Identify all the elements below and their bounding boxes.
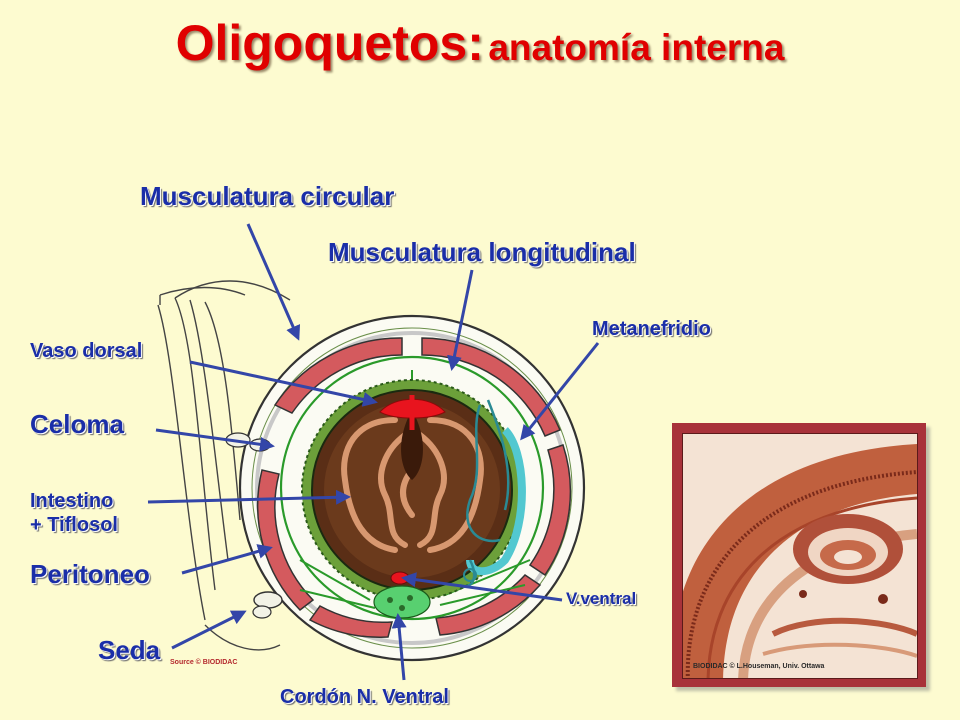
label-metanefridio: Metanefridio [592, 318, 711, 340]
drawing-credit: Source © BIODIDAC [170, 658, 237, 666]
label-intestino-line1: Intestino [30, 490, 114, 512]
title-sub: anatomía interna [488, 27, 785, 68]
pointer-lines [147, 223, 600, 681]
title-main: Oligoquetos: [175, 15, 484, 71]
label-vaso-dorsal: Vaso dorsal [30, 340, 143, 362]
photo-credit: BIODIDAC © L.Houseman, Univ. Ottawa [693, 663, 825, 670]
label-peritoneo: Peritoneo [30, 559, 150, 589]
label-intestino: Intestino + Tiflosol [30, 490, 118, 536]
label-musculatura-circular: Musculatura circular [140, 181, 395, 211]
label-seda: Seda [98, 635, 161, 665]
ventral-nerve-cord [373, 585, 431, 619]
histology-section-art [683, 434, 917, 678]
histology-photo: BIODIDAC © L.Houseman, Univ. Ottawa [682, 433, 918, 679]
typhlosole-core [401, 410, 423, 480]
label-v-ventral: V.ventral [566, 589, 637, 608]
label-cordon-n-ventral: Cordón N. Ventral [280, 686, 449, 708]
histology-photo-frame: BIODIDAC © L.Houseman, Univ. Ottawa [672, 423, 926, 687]
longitudinal-muscle-blocks [257, 337, 572, 638]
label-celoma: Celoma [30, 409, 124, 439]
body-segments [157, 280, 291, 651]
slide-title: Oligoquetos: anatomía interna [0, 14, 960, 72]
label-intestino-line2: + Tiflosol [30, 514, 118, 536]
peritoneum-lining [279, 355, 545, 621]
nephrostome [463, 568, 477, 582]
label-musculatura-longitudinal: Musculatura longitudinal [328, 237, 636, 267]
